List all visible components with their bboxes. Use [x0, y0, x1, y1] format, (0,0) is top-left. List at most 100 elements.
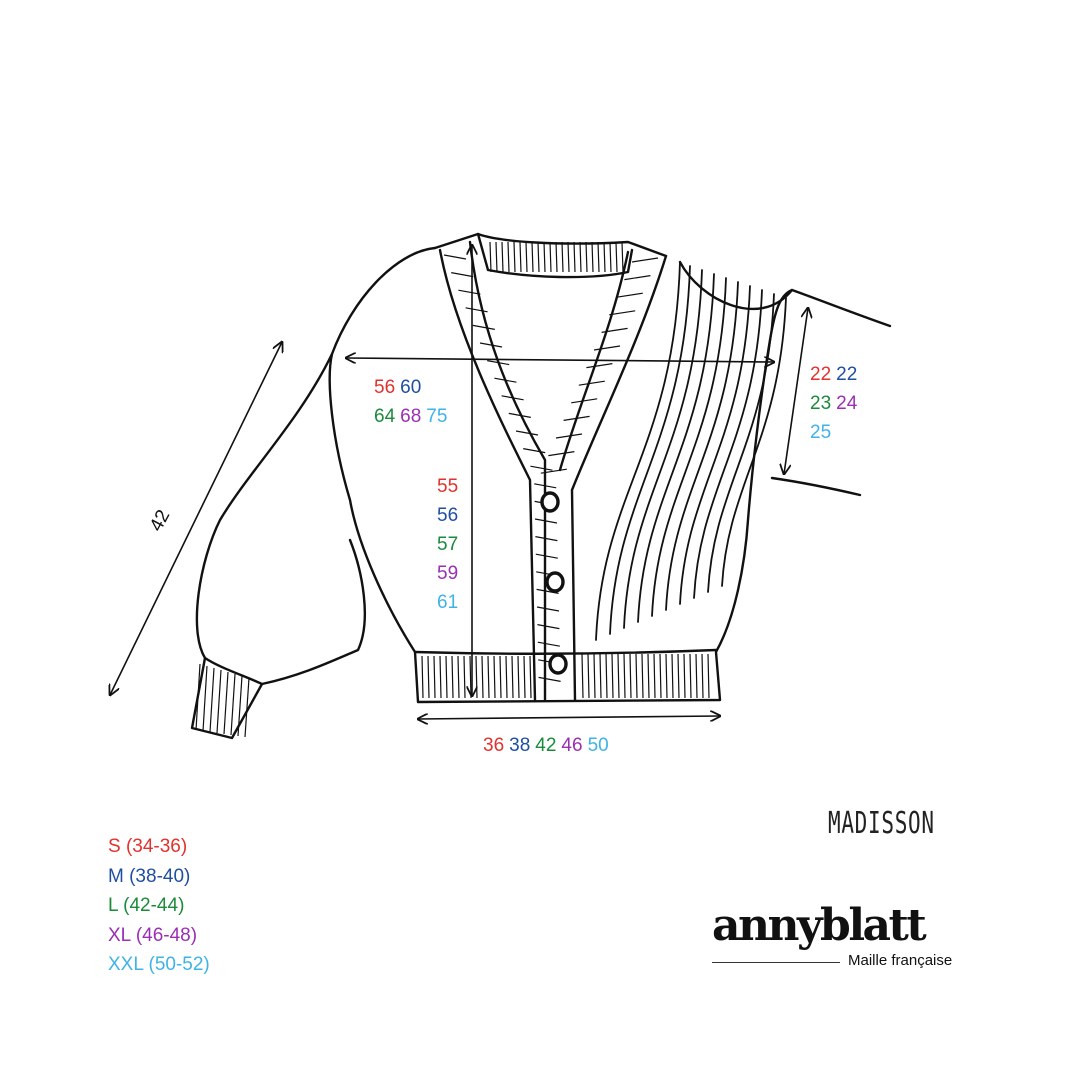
chest-width-s: 56: [374, 377, 396, 398]
rib-tick: [621, 241, 624, 273]
rib-tick: [609, 241, 612, 273]
rib-tick: [677, 653, 680, 699]
rib-tick: [209, 667, 215, 733]
rib-tick: [587, 653, 590, 699]
rib-tick: [647, 653, 650, 699]
button-2: [545, 571, 565, 593]
rib-stripe: [623, 269, 703, 629]
rib-tick: [537, 241, 540, 273]
rib-tick: [469, 655, 472, 699]
rib-tick: [548, 451, 575, 457]
legend-xxl: XXL (50-52): [108, 954, 210, 975]
rib-tick: [624, 275, 651, 281]
rib-tick: [515, 430, 539, 436]
rib-tick: [581, 653, 584, 699]
rib-tick: [543, 241, 546, 273]
rib-tick: [451, 655, 454, 699]
hem-width-xl: 46: [561, 735, 583, 756]
rib-tick: [511, 655, 514, 699]
rib-tick: [683, 653, 686, 699]
rib-tick: [499, 655, 502, 699]
rib-tick: [659, 653, 662, 699]
rib-tick: [443, 254, 467, 260]
shoulder-width-m: 22: [836, 364, 858, 385]
rib-tick: [523, 655, 526, 699]
rib-tick: [586, 363, 613, 369]
brand-name: annyblatt: [712, 900, 927, 951]
rib-tick: [507, 241, 510, 273]
rib-tick: [635, 653, 638, 699]
brand-divider: [712, 962, 840, 963]
button-1: [540, 491, 560, 513]
rib-tick: [591, 241, 594, 273]
rib-stripe: [609, 265, 691, 635]
rib-stripe: [637, 273, 715, 623]
rib-tick: [597, 241, 600, 273]
rib-tick: [479, 342, 503, 348]
rib-tick: [487, 655, 490, 699]
rib-tick: [689, 653, 692, 699]
rib-tick: [421, 655, 424, 699]
rib-tick: [223, 671, 229, 735]
rib-tick: [489, 241, 492, 273]
rib-tick: [216, 669, 222, 734]
rib-tick: [549, 241, 552, 273]
armhole-seam: [678, 260, 794, 311]
legend-s: S (34-36): [108, 836, 188, 857]
rib-tick: [508, 412, 531, 418]
rib-tick: [585, 241, 588, 273]
button-3: [548, 653, 568, 675]
legend-m: M (38-40): [108, 865, 191, 887]
brand-logo: annyblatt Maille française: [712, 900, 974, 969]
rib-tick: [641, 653, 644, 699]
sleeve-length-arrow: [110, 342, 282, 695]
rib-tick: [202, 665, 208, 732]
rib-tick: [493, 655, 496, 699]
rib-tick: [523, 448, 546, 454]
rib-tick: [427, 655, 430, 699]
rib-tick: [623, 653, 626, 699]
legend-xl: XL (46-48): [108, 924, 198, 946]
rib-tick: [609, 310, 636, 316]
shoulder-width-s: 22: [810, 364, 832, 385]
rib-tick: [555, 241, 558, 273]
rib-tick: [501, 395, 524, 401]
rib-tick: [517, 655, 520, 699]
rib-tick: [629, 653, 632, 699]
chest-width-l: 64: [374, 406, 396, 427]
rib-tick: [578, 380, 605, 386]
shoulder-width-xxl: 25: [810, 422, 832, 443]
rib-tick: [616, 292, 643, 298]
rib-tick: [538, 676, 561, 682]
rib-tick: [237, 675, 243, 737]
chest-width-arrow: [346, 358, 774, 362]
rib-tick: [593, 653, 596, 699]
rib-tick: [465, 307, 488, 313]
body-length-s: 55: [437, 476, 459, 497]
left-sleeve: [190, 352, 367, 740]
chest-width-xxl: 75: [426, 406, 448, 427]
rib-tick: [579, 241, 582, 273]
rib-tick: [653, 653, 656, 699]
rib-tick: [535, 553, 558, 559]
rib-tick: [571, 398, 598, 404]
hem-band: [413, 648, 718, 655]
rib-stripe: [721, 297, 787, 587]
rib-tick: [457, 655, 460, 699]
rib-tick: [530, 465, 553, 471]
rib-tick: [534, 483, 557, 489]
rib-tick: [230, 673, 236, 736]
rib-tick: [563, 415, 590, 421]
rib-tick: [603, 241, 606, 273]
hem-width-s: 36: [483, 735, 505, 756]
rib-tick: [707, 653, 710, 699]
rib-tick: [540, 468, 567, 474]
rib-tick: [534, 518, 558, 524]
rib-tick: [665, 653, 668, 699]
hem-width-l: 42: [535, 735, 557, 756]
rib-tick: [463, 655, 466, 699]
rib-tick: [695, 653, 698, 699]
rib-tick: [531, 241, 534, 273]
